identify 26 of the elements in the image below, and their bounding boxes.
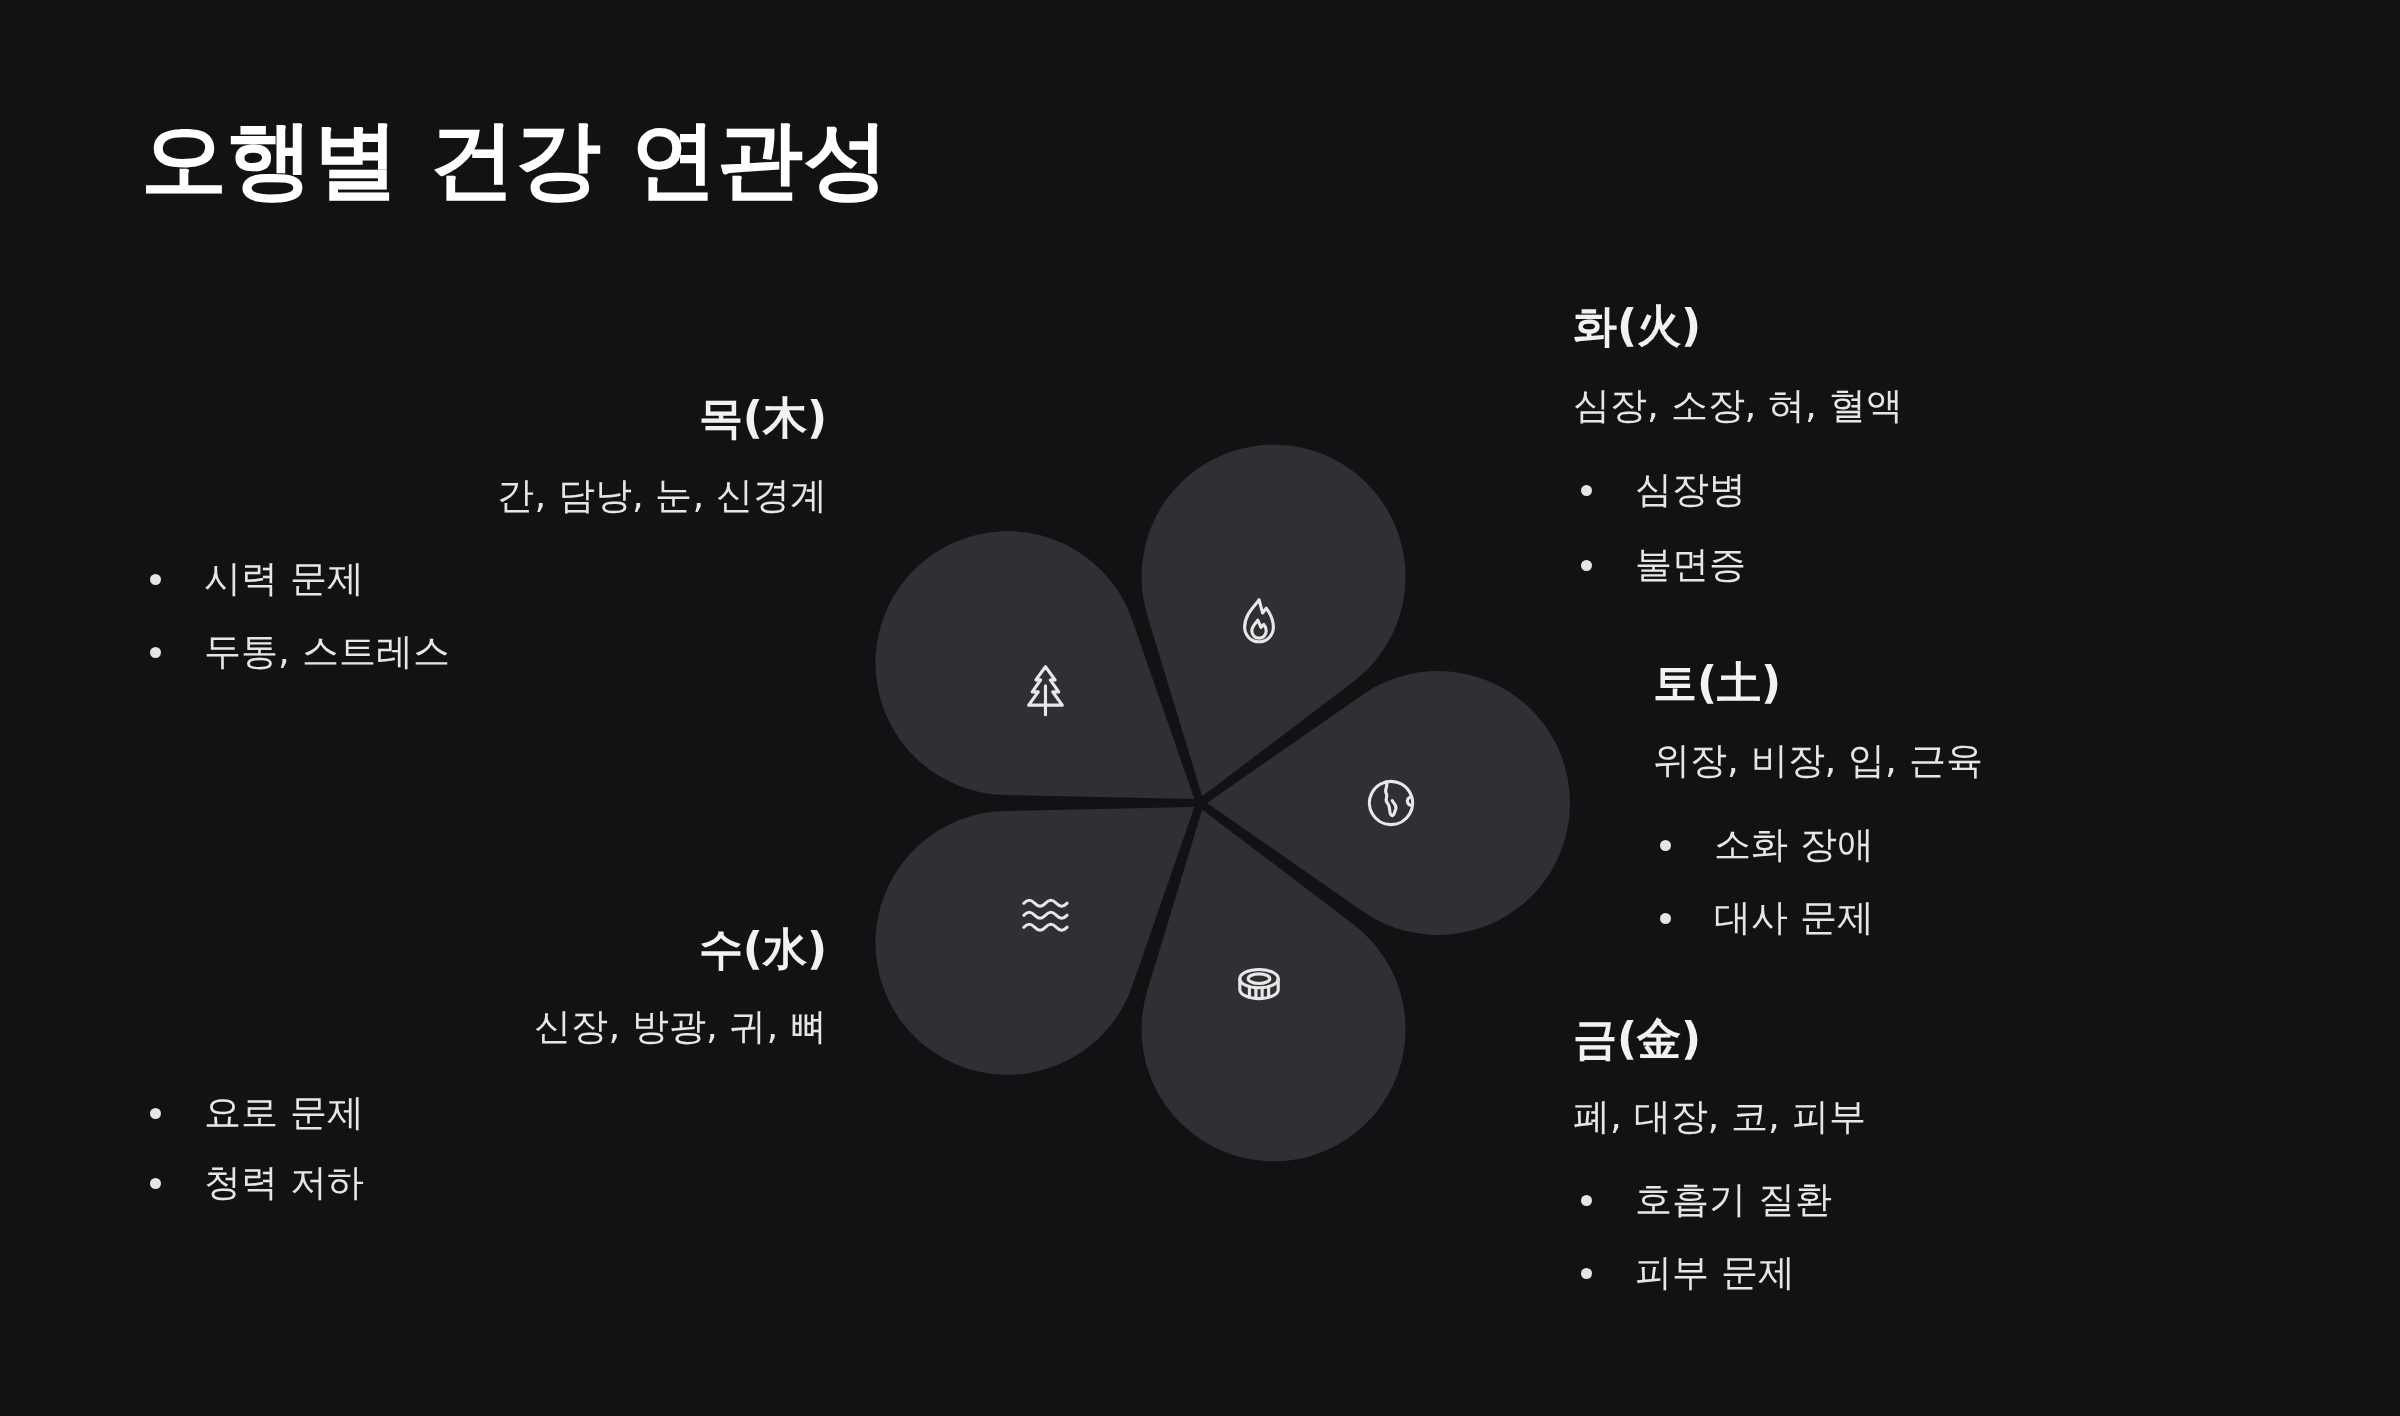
organ-list: 위장, 비장, 입, 근육	[1653, 738, 1983, 784]
symptom-text: 호흡기 질환	[1635, 1177, 1832, 1223]
petal-shape	[1141, 809, 1406, 1162]
element-heading: 화(火)	[1573, 299, 1702, 353]
symptom-text: 피부 문제	[1635, 1250, 1795, 1296]
symptom-text: 불면증	[1635, 542, 1746, 588]
element-heading: 금(金)	[1573, 1012, 1702, 1066]
title: 오행별 건강 연관성	[141, 108, 889, 211]
symptom-text: 요로 문제	[204, 1090, 364, 1136]
symptom-text: 두통, 스트레스	[204, 629, 450, 675]
petal-shape	[1207, 671, 1570, 935]
organ-list: 폐, 대장, 코, 피부	[1573, 1094, 1866, 1140]
organ-list: 간, 담낭, 눈, 신경계	[497, 473, 827, 519]
element-heading: 목(木)	[698, 391, 827, 445]
element-heading: 수(水)	[698, 922, 827, 976]
petal-shape	[875, 531, 1195, 799]
symptom-text: 시력 문제	[204, 556, 364, 602]
symptom-text: 청력 저하	[204, 1160, 364, 1206]
organ-list: 신장, 방광, 귀, 뼈	[534, 1004, 827, 1050]
petal-shape	[1141, 444, 1406, 797]
petal-shape	[875, 807, 1195, 1075]
organ-list: 심장, 소장, 혀, 혈액	[1573, 383, 1903, 429]
element-heading: 토(土)	[1653, 656, 1782, 710]
symptom-text: 소화 장애	[1714, 822, 1874, 868]
symptom-text: 대사 문제	[1714, 895, 1874, 941]
symptom-text: 심장병	[1635, 467, 1746, 513]
